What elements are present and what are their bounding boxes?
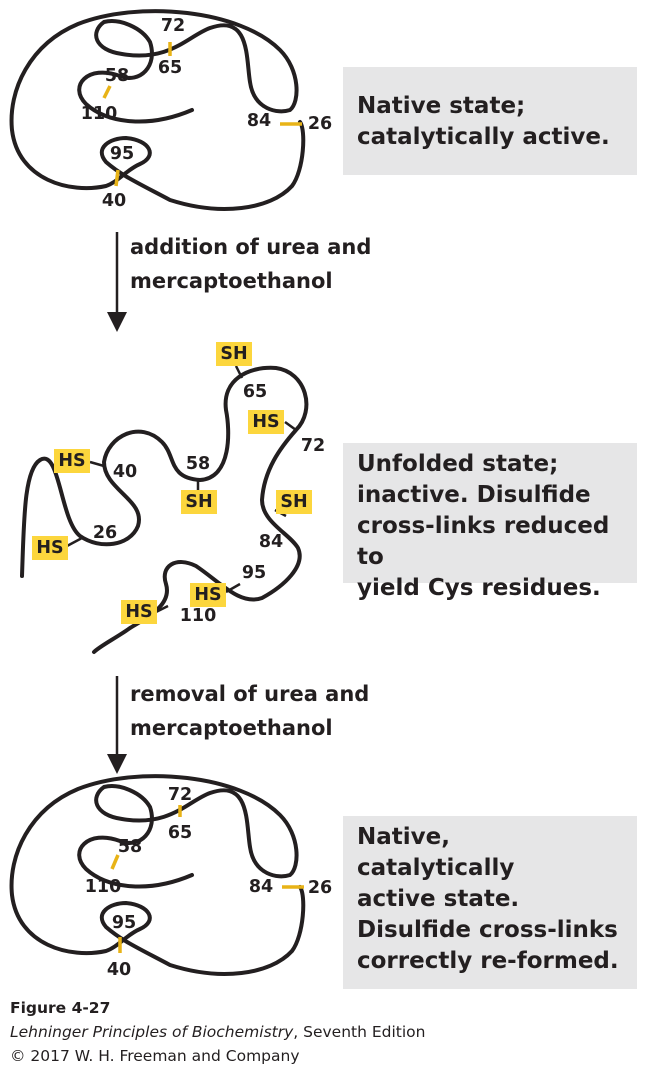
- hs72-label: HS: [252, 412, 279, 432]
- residue-95-label: 95: [242, 563, 266, 583]
- residue-95-label: 95: [110, 144, 134, 164]
- sh58-label: SH: [185, 492, 212, 512]
- copyright-notice: © 2017 W. H. Freeman and Company: [10, 1044, 426, 1068]
- residue-72-label: 72: [161, 16, 185, 36]
- cys26-bond: [67, 538, 82, 546]
- hs95-label: HS: [194, 585, 221, 605]
- hs40-label: HS: [58, 451, 85, 471]
- residue-65-label: 65: [158, 58, 182, 78]
- residue-84-label: 84: [259, 532, 283, 552]
- unfolded-protein-chain: [22, 366, 306, 652]
- residue-65-label: 65: [168, 823, 192, 843]
- refolded-protein-chain: [12, 776, 304, 974]
- residue-40-label: 40: [107, 960, 131, 980]
- residue-84-label: 84: [247, 111, 271, 131]
- residue-110-label: 110: [81, 104, 118, 124]
- residue-110-label: 110: [85, 877, 122, 897]
- residue-40-label: 40: [102, 191, 126, 211]
- book-title: Lehninger Principles of Biochemistry: [10, 1023, 293, 1041]
- disulfide-bond-40-95: [116, 170, 118, 186]
- residue-40-label: 40: [113, 462, 137, 482]
- disulfide-bond-58-110: [104, 86, 110, 98]
- residue-65-label: 65: [243, 382, 267, 402]
- residue-58-label: 58: [118, 837, 142, 857]
- cys72-bond: [285, 422, 296, 430]
- sh84-label: SH: [280, 492, 307, 512]
- sh65-label: SH: [220, 344, 247, 364]
- residue-26-label: 26: [308, 114, 332, 134]
- book-citation: Lehninger Principles of Biochemistry, Se…: [10, 1020, 426, 1044]
- residue-72-label: 72: [168, 785, 192, 805]
- residue-95-label: 95: [112, 913, 136, 933]
- book-edition: , Seventh Edition: [293, 1023, 425, 1041]
- residue-84-label: 84: [249, 877, 273, 897]
- disulfide-bond-58-110: [112, 855, 118, 869]
- residue-110-label: 110: [180, 606, 217, 626]
- unfolded-thiol-groups: SH HS HS SH SH HS HS HS: [32, 342, 312, 624]
- residue-72-label: 72: [301, 436, 325, 456]
- residue-58-label: 58: [186, 454, 210, 474]
- figure-caption: Figure 4-27 Lehninger Principles of Bioc…: [10, 996, 426, 1068]
- residue-26-label: 26: [308, 878, 332, 898]
- refolded-residue-labels: 72 65 58 110 84 26 95 40: [85, 785, 332, 980]
- cys40-bond: [90, 462, 104, 466]
- residue-58-label: 58: [105, 66, 129, 86]
- hs26-label: HS: [36, 538, 63, 558]
- residue-26-label: 26: [93, 523, 117, 543]
- hs110-label: HS: [125, 602, 152, 622]
- figure-number: Figure 4-27: [10, 996, 426, 1020]
